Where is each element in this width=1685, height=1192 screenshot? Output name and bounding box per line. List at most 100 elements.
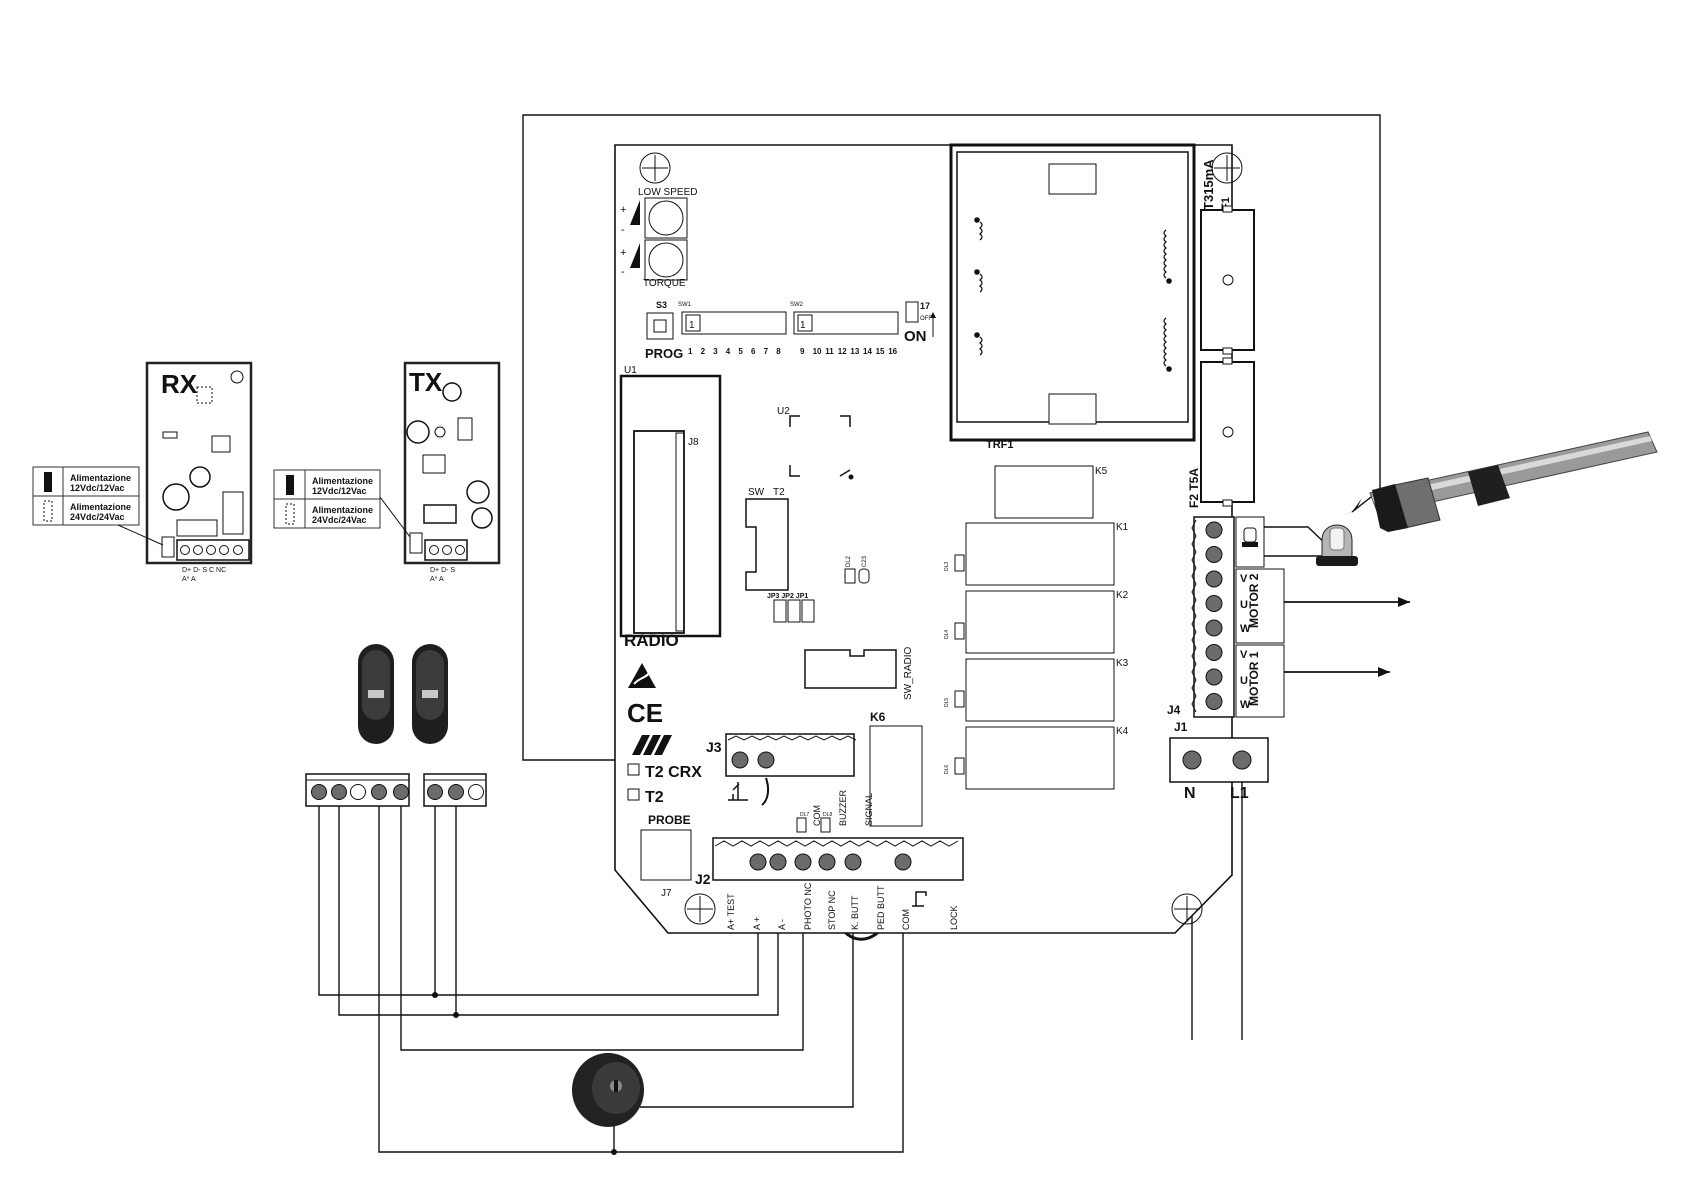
j2-pins — [749, 853, 912, 871]
svg-text:DL2: DL2 — [846, 555, 852, 567]
led-dl7 — [796, 817, 807, 833]
svg-text:17: 17 — [920, 301, 930, 311]
svg-text:C23: C23 — [862, 555, 868, 567]
j2-terminal[interactable] — [769, 853, 787, 871]
j4-terminal[interactable] — [1205, 521, 1223, 539]
terminal-block-j2 — [712, 837, 964, 881]
phase-letter: W — [1240, 699, 1251, 711]
j2-terminal-label: LOCK — [949, 905, 959, 930]
key-switch-icon — [572, 1053, 644, 1127]
relay-k6 — [869, 725, 923, 827]
sw2-number: 9 — [800, 347, 805, 356]
photocell-pair-icon — [358, 644, 448, 744]
checkbox-t2-crx[interactable] — [627, 763, 640, 776]
svg-text:U2: U2 — [777, 406, 790, 417]
j4-terminal[interactable] — [1205, 619, 1223, 637]
relay-k1 — [965, 522, 1115, 586]
label-motor2: MOTOR 2 — [1247, 573, 1261, 628]
j2-terminal[interactable] — [818, 853, 836, 871]
motor2-arrow — [1398, 597, 1410, 607]
motor1-label-box — [1235, 644, 1285, 718]
lamp-mini-icon — [1242, 527, 1258, 547]
svg-text:TRF1: TRF1 — [986, 439, 1014, 451]
phase-letter: V — [1240, 573, 1248, 585]
svg-text:24Vdc/24Vac: 24Vdc/24Vac — [70, 512, 125, 522]
j2-terminal-label: A - — [777, 919, 787, 930]
terminal-block-j3 — [725, 733, 855, 777]
svg-text:K4: K4 — [1116, 726, 1129, 737]
j2-terminal-label: COM — [901, 909, 911, 930]
torque-trimmer[interactable] — [644, 239, 688, 281]
svg-text:OFF: OFF — [920, 316, 932, 322]
j2-terminal-label: A+ TEST — [726, 893, 736, 930]
j2-terminal-label: STOP NC — [827, 890, 837, 930]
relay-k2 — [965, 590, 1115, 654]
ic-u2 — [789, 415, 851, 477]
svg-text:DL4: DL4 — [944, 630, 950, 639]
relay-led — [954, 757, 965, 775]
j2-terminal[interactable] — [894, 853, 912, 871]
svg-text:Alimentazione: Alimentazione — [312, 505, 373, 515]
svg-text:T315mA: T315mA — [1201, 159, 1216, 210]
phase-letter: W — [1240, 623, 1251, 635]
svg-text:DL3: DL3 — [944, 562, 950, 571]
svg-text:Alimentazione: Alimentazione — [70, 502, 131, 512]
dip-switch-sw1[interactable] — [681, 311, 787, 335]
svg-text:12Vdc/12Vac: 12Vdc/12Vac — [70, 483, 125, 493]
svg-text:S3: S3 — [656, 300, 667, 310]
rx-title: RX — [161, 369, 198, 399]
svg-text:K6: K6 — [870, 710, 886, 724]
dip-switch-17[interactable] — [905, 301, 919, 323]
checkbox-t2[interactable] — [627, 788, 640, 801]
j4-terminal[interactable] — [1205, 595, 1223, 612]
j4-terminal[interactable] — [1205, 644, 1223, 661]
svg-text:J8: J8 — [688, 437, 699, 448]
led-dl8 — [820, 817, 831, 833]
svg-text:DL5: DL5 — [944, 698, 950, 707]
sw1-number: 7 — [764, 347, 769, 356]
j4-terminal[interactable] — [1205, 570, 1223, 588]
j3-terminal-label: BUZZER — [838, 789, 848, 826]
j3-terminal-2[interactable] — [757, 751, 775, 769]
prog-button[interactable] — [646, 312, 674, 340]
motor1-arrow — [1378, 667, 1390, 677]
sw1-number: 5 — [738, 347, 743, 356]
jumper-block[interactable] — [773, 599, 815, 623]
j4-terminal[interactable] — [1205, 668, 1223, 686]
j2-terminal[interactable] — [844, 853, 862, 871]
j2-terminal[interactable] — [794, 853, 812, 871]
svg-text:+: + — [620, 204, 626, 216]
j3-terminal-1[interactable] — [731, 751, 749, 769]
sw1-number: 1 — [688, 347, 693, 356]
tx-title: TX — [409, 367, 443, 397]
sw2-number: 13 — [850, 347, 859, 356]
j4-pins — [1205, 521, 1223, 710]
sw1-number: 8 — [776, 347, 781, 356]
svg-text:+: + — [620, 247, 626, 259]
svg-text:L1: L1 — [1230, 785, 1249, 802]
low-speed-trimmer[interactable] — [644, 197, 688, 239]
svg-text:SW_RADIO: SW_RADIO — [903, 646, 914, 700]
connector-sw-t2 — [745, 498, 789, 591]
svg-text:PROBE: PROBE — [648, 813, 691, 827]
j2-terminal-label: K. BUTT — [850, 895, 860, 930]
svg-text:N: N — [1184, 785, 1196, 802]
j4-terminal[interactable] — [1205, 693, 1223, 710]
svg-text:SW: SW — [748, 487, 765, 498]
svg-text:12Vdc/12Vac: 12Vdc/12Vac — [312, 486, 367, 496]
j1-terminal-n[interactable] — [1182, 750, 1202, 770]
svg-text:J7: J7 — [661, 888, 672, 899]
dip-switch-sw2[interactable] — [793, 311, 899, 335]
svg-text:J3: J3 — [706, 739, 722, 755]
label-motor1: MOTOR 1 — [1247, 651, 1261, 706]
mount-hole-icon — [684, 893, 716, 925]
svg-text:SW1: SW1 — [678, 302, 692, 308]
label-low-speed: LOW SPEED — [638, 187, 697, 198]
label-torque: TORQUE — [643, 278, 686, 289]
j2-terminal[interactable] — [749, 853, 767, 871]
j4-terminal[interactable] — [1205, 546, 1223, 563]
j1-terminal-l1[interactable] — [1232, 750, 1252, 770]
linear-actuator-icon — [1369, 431, 1658, 532]
